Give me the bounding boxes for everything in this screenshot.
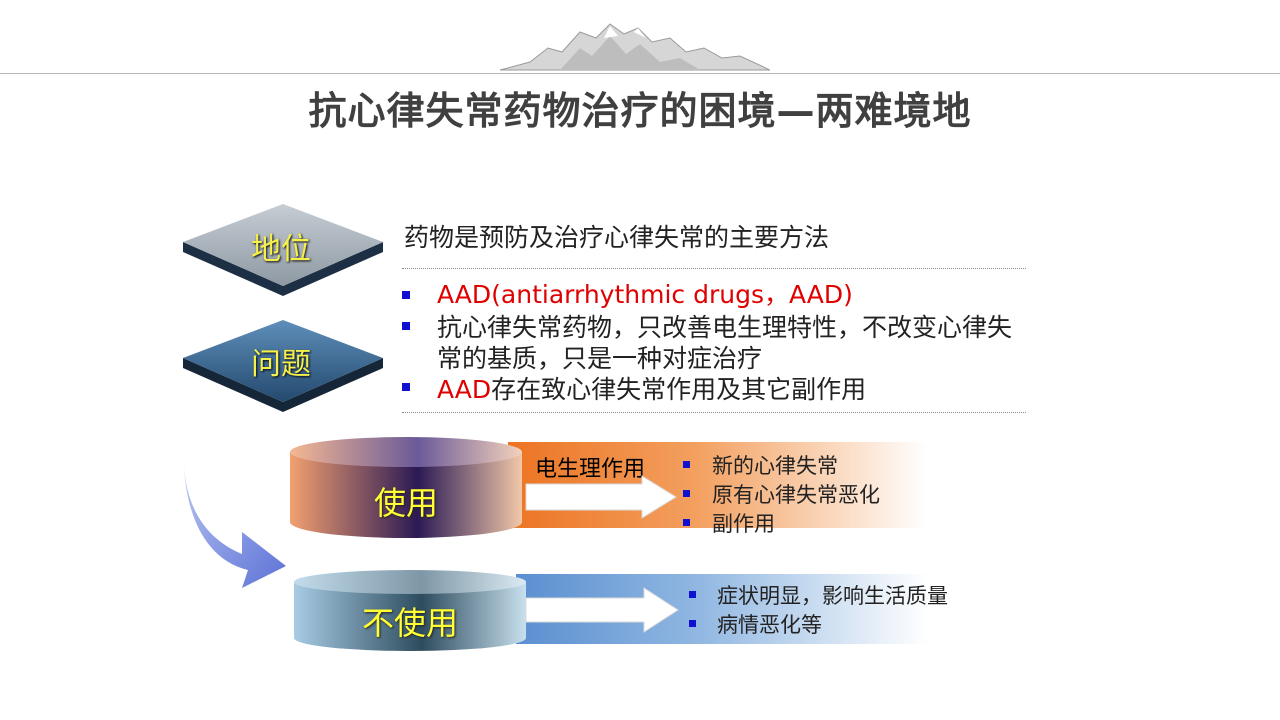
status-text: 药物是预防及治疗心律失常的主要方法 xyxy=(404,223,830,252)
use-item: 副作用 xyxy=(712,512,775,536)
divider xyxy=(402,268,1026,269)
use-arrow-icon xyxy=(525,475,677,519)
nouse-item: 症状明显，影响生活质量 xyxy=(717,584,948,608)
bullet-icon xyxy=(402,383,410,391)
bullet-icon xyxy=(402,322,410,330)
use-item: 新的心律失常 xyxy=(712,454,838,478)
problem-item-3-rest: 存在致心律失常作用及其它副作用 xyxy=(491,375,867,404)
problem-label: 问题 xyxy=(251,347,311,382)
nouse-cylinder xyxy=(294,570,526,651)
nouse-item: 病情恶化等 xyxy=(717,613,822,637)
divider xyxy=(402,412,1026,413)
problem-item-2: 抗心律失常药物，只改善电生理特性，不改变心律失 xyxy=(437,313,1013,342)
problem-item-1: AAD(antiarrhythmic drugs，AAD) xyxy=(437,280,853,309)
use-item: 原有心律失常恶化 xyxy=(712,483,880,507)
status-diamond xyxy=(183,204,383,296)
use-label: 使用 xyxy=(373,484,438,522)
bullet-icon xyxy=(683,461,690,468)
nouse-arrow-icon xyxy=(525,587,679,633)
use-cylinder xyxy=(290,437,522,538)
bullet-icon xyxy=(689,591,696,598)
bullet-icon xyxy=(683,519,690,526)
problem-item-3: AAD存在致心律失常作用及其它副作用 xyxy=(437,370,866,406)
curved-arrow-icon xyxy=(184,464,286,588)
use-arrow-label: 电生理作用 xyxy=(535,457,646,482)
bullet-icon xyxy=(402,291,410,299)
nouse-label: 不使用 xyxy=(361,604,458,642)
slide-title: 抗心律失常药物治疗的困境—两难境地 xyxy=(308,89,972,133)
problem-item-2-cont: 常的基质，只是一种对症治疗 xyxy=(437,344,763,373)
status-label: 地位 xyxy=(251,232,311,267)
header-rule xyxy=(0,73,1280,74)
bullet-icon xyxy=(683,490,690,497)
problem-item-3-highlight: AAD xyxy=(437,375,492,404)
problem-diamond xyxy=(183,320,383,412)
mountain-decoration xyxy=(500,23,770,71)
bullet-icon xyxy=(689,620,696,627)
